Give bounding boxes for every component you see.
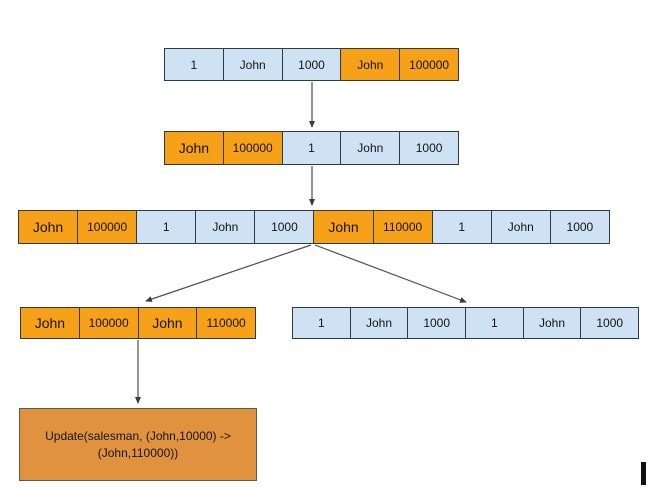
- record-cell: 1: [466, 308, 524, 338]
- record-cell: John: [350, 308, 409, 338]
- record-cell: John: [341, 132, 401, 164]
- record-cell: 100000: [79, 308, 139, 338]
- update-operation-line2: (John,110000)): [97, 445, 179, 460]
- text-caret: [641, 462, 646, 485]
- record-cell: John: [165, 132, 224, 164]
- record-cell: 1000: [282, 49, 342, 80]
- record-cell: 1000: [581, 308, 639, 338]
- record-cell: John: [196, 211, 256, 243]
- record-cell: 110000: [373, 211, 433, 243]
- record-cell: 110000: [197, 308, 255, 338]
- record-cell: John: [314, 211, 374, 243]
- record-cell: 1000: [550, 211, 609, 243]
- record-cell: John: [223, 49, 283, 80]
- record-cell: 1000: [400, 132, 458, 164]
- update-operation-line1: Update(salesman, (John,10000) ->: [45, 429, 231, 444]
- record-cell: 1: [165, 49, 224, 80]
- record-cell: 1: [282, 132, 342, 164]
- record-cell: John: [19, 211, 79, 243]
- record-cell: 1: [137, 211, 197, 243]
- record-cell: John: [138, 308, 198, 338]
- record-cell: John: [491, 211, 551, 243]
- record-cell: John: [341, 49, 401, 80]
- record-cell: 100000: [223, 132, 283, 164]
- record-cell: John: [21, 308, 80, 338]
- record-cell: 1000: [255, 211, 315, 243]
- update-operation-box[interactable]: Update(salesman, (John,10000) -> (John,1…: [19, 408, 257, 481]
- record-cell: 1000: [408, 308, 467, 338]
- arrow-row3-to-row4-left: [145, 244, 312, 302]
- record-cell: 1: [293, 308, 351, 338]
- record-cell: 100000: [78, 211, 138, 243]
- record-cell: 1: [432, 211, 492, 243]
- record-cell: John: [523, 308, 582, 338]
- record-cell: 100000: [400, 49, 458, 80]
- arrow-row3-to-row4-right: [314, 244, 467, 303]
